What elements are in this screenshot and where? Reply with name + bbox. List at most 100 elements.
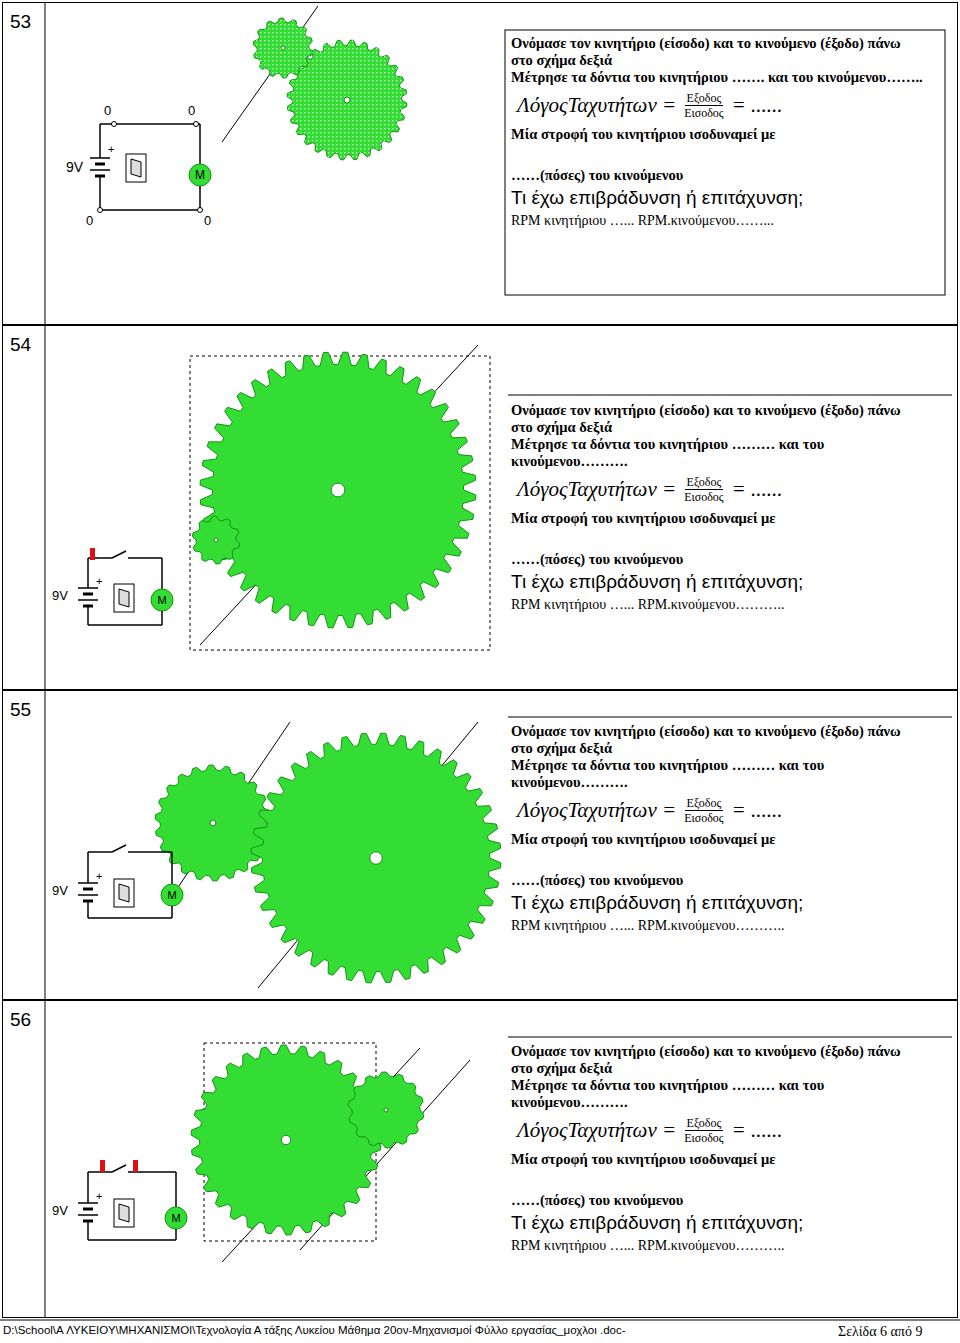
exercise-row: 55Ονόμασε τον κινητήριο (είσοδο) και το …: [2, 690, 958, 1000]
rpm-line: RPM κινητήριου …... RPM.κινούμενου………..: [511, 1237, 926, 1255]
wire: [199, 124, 201, 164]
switch-symbol: [114, 1199, 134, 1227]
question: Τι έχω επιβράδυνση ή επιτάχυνση;: [511, 186, 926, 210]
voltage-label: 9V: [66, 160, 83, 174]
wire: [161, 558, 163, 589]
instruction: ……(πόσες) του κινούμενου: [511, 872, 926, 889]
switch-symbol: [114, 584, 134, 612]
gear-body: [348, 1072, 424, 1148]
instruction: Μία στροφή του κινητήριου ισοδυναμεί με: [511, 126, 926, 143]
gear-axle: [331, 483, 345, 497]
gear-texture: [253, 18, 313, 78]
gear-axle: [214, 538, 218, 542]
gear-ratio-formula: ΛόγοςΤαχυτήτων =ΕξοδοςΕισοδος= ......: [517, 91, 926, 120]
switch-indicator: [100, 1160, 105, 1172]
exercise-text: Ονόμασε τον κινητήριο (είσοδο) και το κι…: [511, 723, 926, 935]
wire: [87, 558, 89, 588]
wire: [171, 906, 173, 918]
formula-result: = ......: [732, 93, 783, 118]
instruction: ……(πόσες) του κινούμενου: [511, 1192, 926, 1209]
instruction: Ονόμασε τον κινητήριο (είσοδο) και το κι…: [511, 402, 926, 436]
formula-term: ΛόγοςΤαχυτήτων =: [517, 477, 676, 502]
gear-axle: [210, 820, 216, 826]
question: Τι έχω επιβράδυνση ή επιτάχυνση;: [511, 891, 926, 915]
wire: [87, 852, 89, 883]
switch-blade: [112, 1165, 126, 1172]
battery-plate: [78, 587, 98, 589]
text-rule: [508, 717, 952, 718]
battery-plate: [78, 1202, 98, 1204]
switch-indicator: [90, 548, 95, 560]
wire: [87, 1172, 89, 1203]
exercise-number: 54: [10, 334, 960, 356]
instruction: Μέτρησε τα δόντια του κινητήριου ……… και…: [511, 757, 926, 791]
polarity-mark: +: [108, 144, 114, 155]
switch-symbol: [126, 154, 146, 182]
switch-rocker: [119, 589, 129, 607]
fraction-denominator: Εισοδος: [682, 490, 725, 504]
text-rule: [508, 1037, 952, 1038]
voltage-label: 9V: [52, 1204, 68, 1217]
formula-term: ΛόγοςΤαχυτήτων =: [517, 1118, 676, 1143]
fraction: ΕξοδοςΕισοδος: [682, 796, 725, 825]
exercise-row: 53Ονόμασε τον κινητήριο (είσοδο) και το …: [2, 2, 958, 325]
fraction-numerator: Εξοδος: [685, 796, 724, 811]
motor-label: M: [171, 1213, 180, 1224]
fraction-numerator: Εξοδος: [685, 91, 724, 106]
file-path-footer: D:\School\A ΛΥΚΕΙΟΥ\ΜΗΧΑΝΙΣΜΟΙ\Τεχνολογί…: [3, 1325, 626, 1337]
instruction: ……(πόσες) του κινούμενου: [511, 551, 926, 568]
motor-label: M: [167, 890, 176, 901]
gear-axle: [370, 852, 383, 865]
gear-ratio-formula: ΛόγοςΤαχυτήτων =ΕξοδοςΕισοδος= ......: [517, 475, 926, 504]
switch-rocker: [131, 159, 141, 177]
gear-body: [253, 18, 313, 78]
gear: [192, 516, 239, 564]
wire: [175, 1172, 177, 1207]
wire: [161, 611, 163, 625]
switch-blade: [112, 551, 126, 558]
rpm-line: RPM κινητήριου …... RPM.κινούμενου………..: [511, 596, 926, 614]
switch-blade: [112, 845, 126, 852]
battery-plate: [83, 1208, 93, 1211]
gear: [253, 18, 313, 78]
wire: [88, 917, 172, 919]
battery-plate: [78, 894, 98, 896]
wire: [88, 851, 112, 853]
voltage-label: 9V: [52, 884, 68, 897]
gear-body: [192, 516, 239, 564]
switch-rocker: [119, 1204, 129, 1222]
wire: [99, 176, 101, 210]
battery-plate: [83, 593, 93, 596]
wire: [199, 186, 201, 210]
battery-plate: [83, 888, 93, 891]
footer-rule: [0, 1320, 960, 1321]
wire: [128, 851, 172, 853]
text-rule: [508, 395, 952, 396]
question: Τι έχω επιβράδυνση ή επιτάχυνση;: [511, 1211, 926, 1235]
wire: [175, 1229, 177, 1240]
wire: [100, 209, 200, 211]
motor-label: M: [195, 169, 205, 181]
gear: [348, 1072, 424, 1148]
instruction: Μία στροφή του κινητήριου ισοδυναμεί με: [511, 1151, 926, 1168]
wire: [171, 852, 173, 884]
fraction-denominator: Εισοδος: [682, 811, 725, 825]
switch-indicator: [133, 1160, 138, 1172]
wire: [99, 124, 101, 158]
polarity-mark: +: [96, 1191, 102, 1202]
wire: [87, 606, 89, 625]
switch-symbol: [114, 879, 134, 907]
formula-term: ΛόγοςΤαχυτήτων =: [517, 93, 676, 118]
instruction: Ονόμασε τον κινητήριο (είσοδο) και το κι…: [511, 1043, 926, 1077]
gear-axle: [344, 97, 350, 103]
fraction-numerator: Εξοδος: [685, 475, 724, 490]
exercise-text: Ονόμασε τον κινητήριο (είσοδο) και το κι…: [511, 402, 926, 614]
terminal: [198, 208, 203, 213]
exercise-row: 54Ονόμασε τον κινητήριο (είσοδο) και το …: [2, 325, 958, 690]
formula-term: ΛόγοςΤαχυτήτων =: [517, 798, 676, 823]
wire: [88, 1239, 176, 1241]
terminal-label: 0: [204, 214, 211, 227]
terminal: [194, 122, 199, 127]
